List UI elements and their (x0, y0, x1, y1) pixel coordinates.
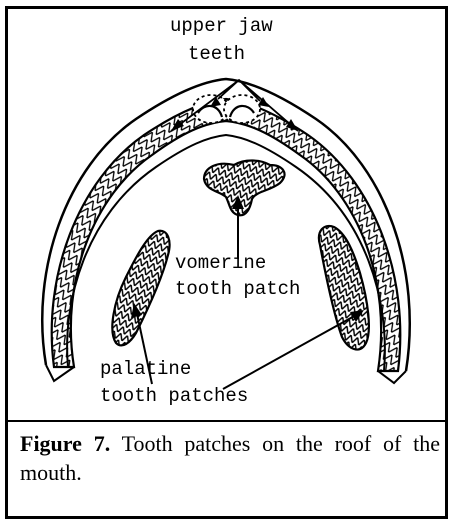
label-vomerine-line1: vomerine (175, 252, 266, 274)
label-upper-jaw-line1: upper jaw (170, 15, 273, 37)
label-vomerine-line2: tooth patch (175, 278, 300, 300)
tooth-patch-diagram: upper jaw teeth vomerine tooth patch pal… (8, 9, 445, 414)
label-upper-jaw-line2: teeth (188, 43, 245, 65)
label-palatine-line2: tooth patches (100, 385, 248, 407)
figure-number: Figure 7. (20, 431, 110, 456)
caption-divider (8, 420, 445, 422)
vomerine-tooth-patch (204, 161, 285, 216)
label-palatine-line1: palatine (100, 358, 191, 380)
palatine-leader-right (223, 314, 358, 389)
jaw-tip-right (378, 371, 406, 383)
front-tooth-right (224, 95, 260, 123)
figure-frame: upper jaw teeth vomerine tooth patch pal… (5, 6, 448, 519)
figure-caption: Figure 7. Tooth patches on the roof of t… (20, 429, 440, 487)
